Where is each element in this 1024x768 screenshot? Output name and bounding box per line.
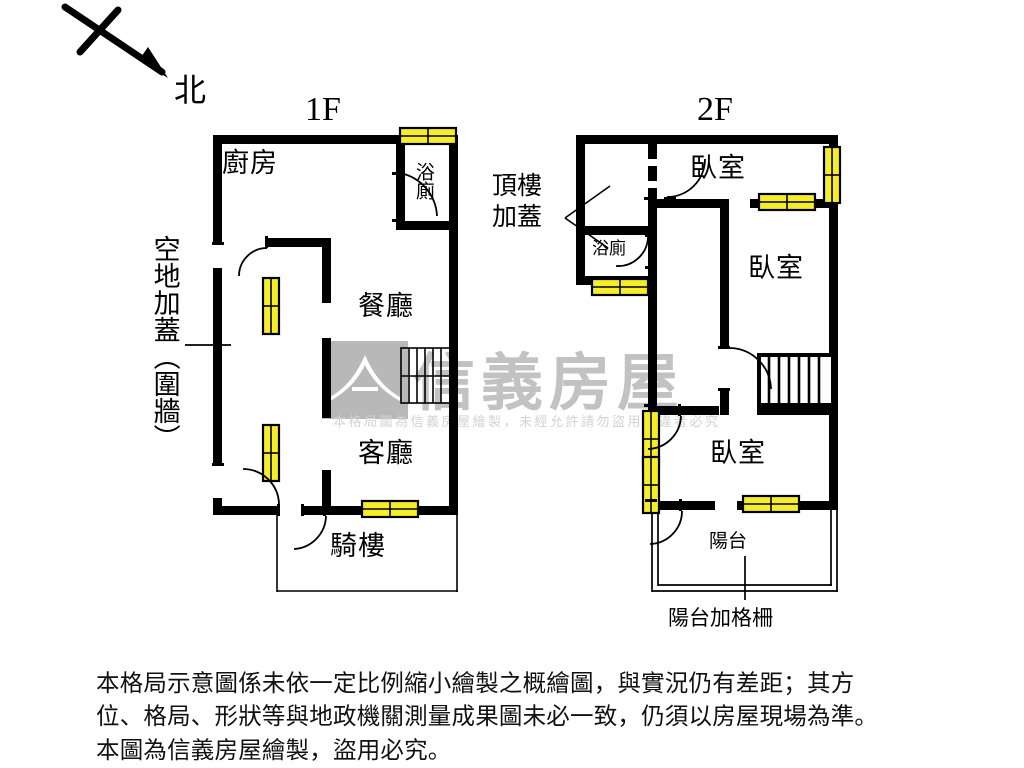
room-1f-arcade: 騎樓 [330,531,386,561]
floor-1f-geometry [185,126,458,592]
arcade-outline [276,512,458,592]
room-1f-bathroom: 浴廁 [412,162,434,200]
room-1f-kitchen: 廚房 [222,148,278,178]
watermark-fine-print: 本格局圖為信義房屋繪製，未經允許請勿盜用，違者必究 [333,415,721,430]
floor-label-1f: 1F [305,91,341,128]
room-1f-living: 客廳 [358,438,414,468]
window-1f-west-lower [261,423,281,483]
watermark-logo [322,341,408,419]
window-2f-balcony [741,494,801,514]
xinyi-logo-icon [322,341,408,419]
room-2f-bathroom: 浴廁 [592,239,626,258]
annotation-balcony-grille: 陽台加格柵 [668,606,773,630]
north-arrow-icon [61,3,168,78]
window-2f-bathroom-south [590,277,650,297]
window-2f-bedroom1-east [822,145,842,205]
disclaimer-line-1: 本格局示意圖係未依一定比例縮小繪製之概繪圖，與實況仍有差距；其方 [96,671,855,697]
room-2f-bedroom-1: 臥室 [690,153,746,183]
disclaimer-block: 本格局示意圖係未依一定比例縮小繪製之概繪圖，與實況仍有差距；其方 位、格局、形狀… [96,668,976,768]
room-2f-bedroom-3: 臥室 [710,438,766,468]
floor-label-2f: 2F [697,91,733,128]
door-2f-bathroom [615,234,657,269]
door-1f-kitchen-west [212,236,268,277]
stairs-1f [400,347,452,404]
window-2f-bedroom3-west-lower [641,455,661,515]
room-2f-bedroom-2: 臥室 [748,253,804,283]
dashed-wall-2f [648,144,657,202]
leader-rooftop-addition [564,185,611,249]
door-2f-bedroom1 [644,158,706,200]
window-1f-living-front [360,499,420,519]
disclaimer-line-3: 本圖為信義房屋繪製，盜用必究。 [96,737,452,764]
room-1f-dining: 餐廳 [358,291,414,321]
disclaimer-line-2: 位、格局、形狀等與地政機關測量成果圖未必一致，仍須以房屋現場為準。 [96,704,879,731]
door-1f-west-lower [212,463,280,516]
window-2f-bedroom1-south [757,192,817,212]
floor-2f-geometry [564,135,842,600]
annotation-rooftop-addition: 頂樓加蓋 [492,173,543,231]
door-2f-bedroom3 [644,404,682,450]
door-2f-balcony [645,499,683,545]
room-2f-balcony: 陽台 [709,531,748,552]
window-1f-bathroom-top [398,126,458,146]
window-1f-west-upper [261,276,281,336]
stairs-2f [757,353,835,407]
door-2f-bedroom2 [718,346,772,391]
door-1f-bathroom [392,172,438,222]
annotation-open-yard-roofed: 空地加蓋（圍牆） [149,235,180,451]
door-1f-entry [293,504,327,550]
north-label: 北 [174,72,207,108]
